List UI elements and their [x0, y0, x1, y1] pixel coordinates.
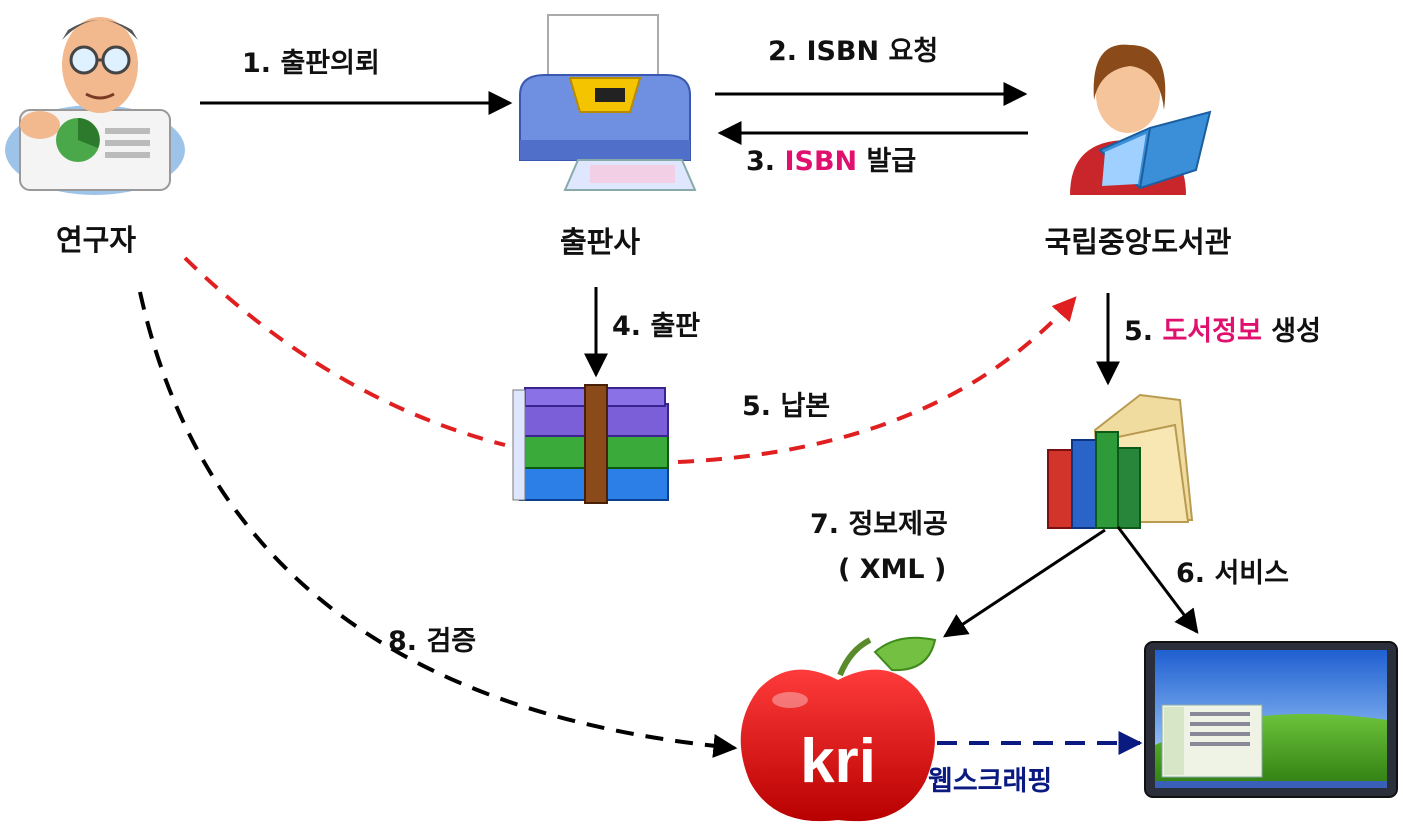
kri-logo-text: kri: [800, 727, 876, 796]
step-3-rest: 발급: [867, 146, 917, 177]
desktop-screen-icon: [1144, 641, 1398, 798]
step-1-label: 1. 출판의뢰: [242, 48, 380, 79]
node-publisher-label: 출판사: [560, 225, 640, 259]
step-5-num: 5.: [1124, 316, 1153, 347]
books-icon: [512, 384, 669, 504]
step-8-label: 8. 검증: [388, 626, 476, 657]
step-3-num: 3.: [746, 146, 775, 177]
step-4-label: 4. 출판: [612, 311, 700, 342]
step-7-label-line2: ( XML ): [838, 554, 946, 585]
step-6-label: 6. 서비스: [1176, 558, 1289, 589]
kri-apple-logo: kri: [740, 636, 937, 822]
step-3-label: 3. ISBN 발급: [746, 146, 916, 177]
step-7-label-line1: 7. 정보제공: [810, 509, 948, 540]
step-5-info: 도서정보: [1162, 316, 1261, 347]
arrow-info-provide: [942, 528, 1106, 638]
step-5-rest: 생성: [1271, 316, 1321, 347]
arrow-verify-dashed: [138, 291, 738, 758]
node-library-label: 국립중앙도서관: [1045, 225, 1232, 259]
step-5-info-label: 5. 도서정보 생성: [1124, 316, 1321, 347]
arrow-service: [1116, 526, 1199, 634]
step-3-isbn: ISBN: [784, 146, 857, 177]
printer-icon: [519, 14, 697, 191]
librarian-icon: [1070, 44, 1212, 195]
researcher-icon: [5, 17, 185, 195]
step-2-label: 2. ISBN 요청: [768, 36, 938, 67]
node-researcher-label: 연구자: [56, 223, 136, 257]
folder-books-icon: [1047, 393, 1194, 529]
step-5-deposit-label: 5. 납본: [742, 391, 830, 422]
webscraping-label: 웹스크래핑: [928, 766, 1052, 797]
arrow-deposit-dashed: [183, 256, 1077, 464]
